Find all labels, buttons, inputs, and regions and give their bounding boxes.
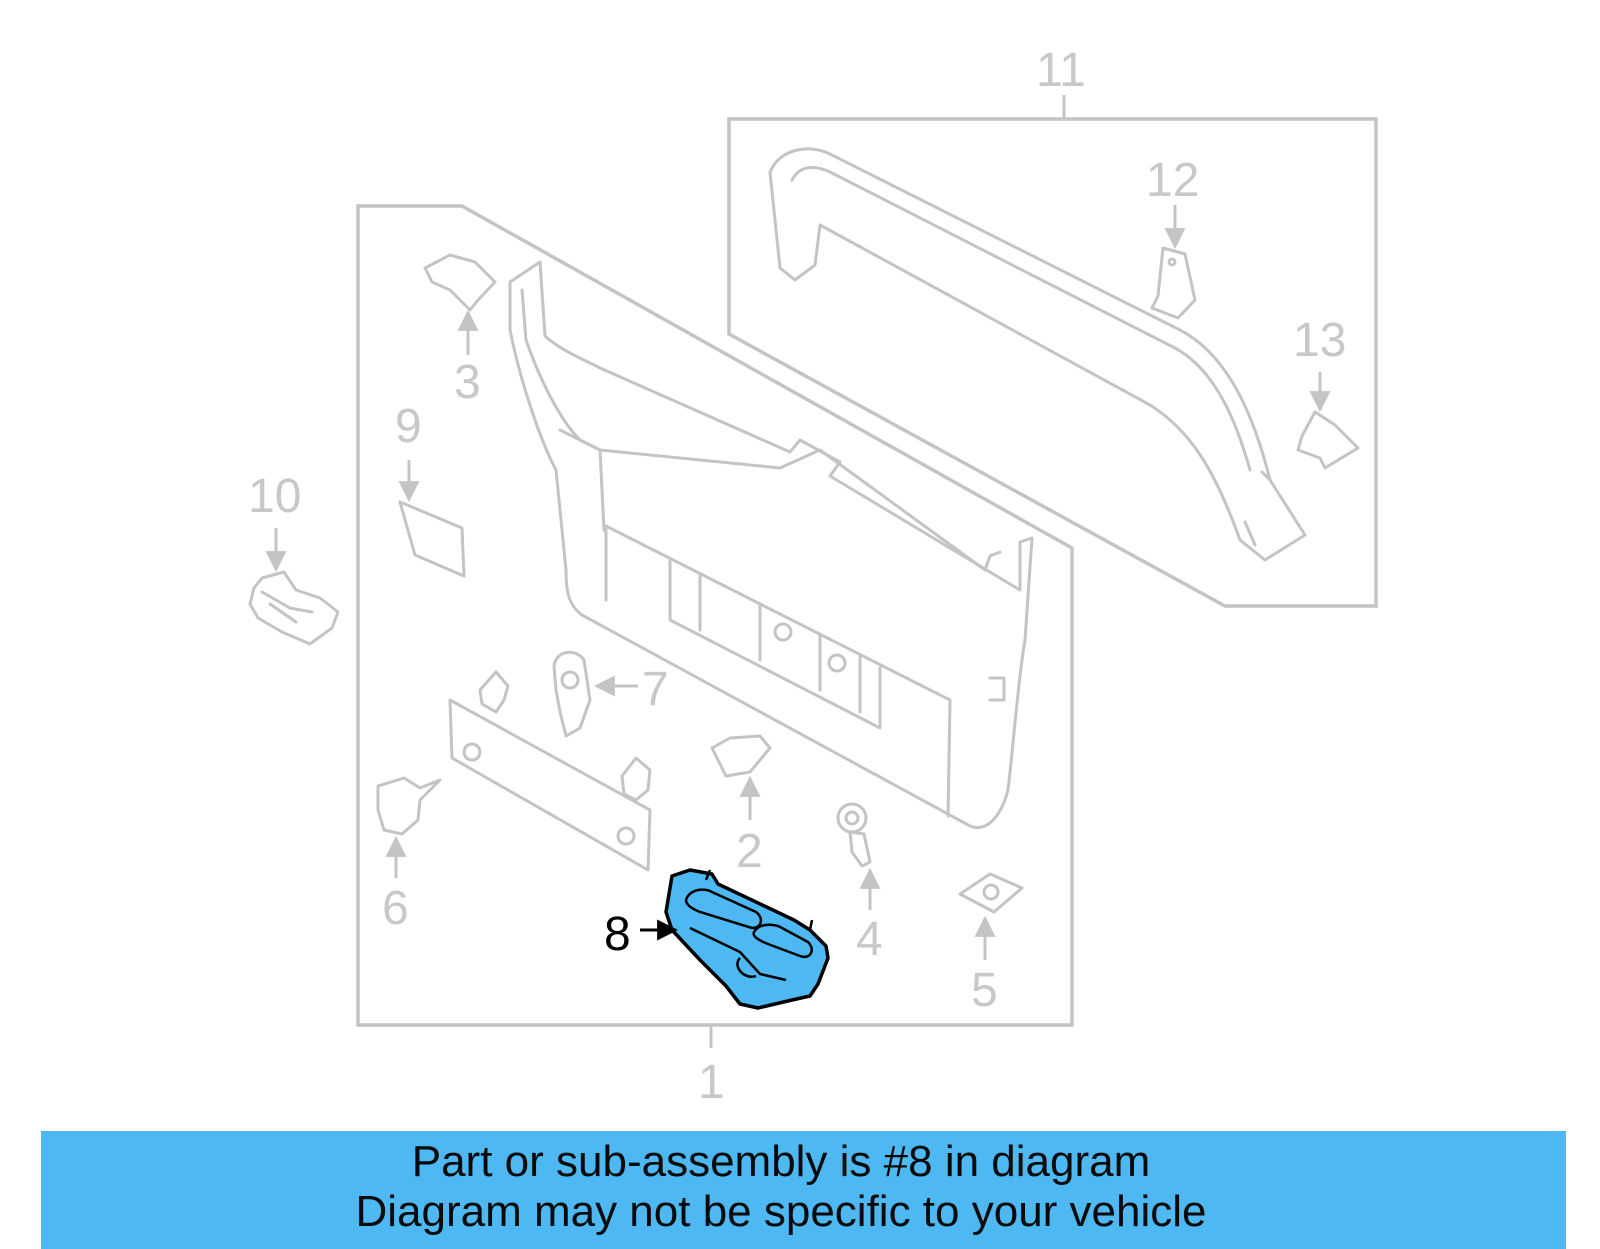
callout-11: 11 [1036,44,1086,97]
callout-10: 10 [248,470,301,523]
callout-13: 13 [1293,314,1346,367]
callout-8: 8 [604,908,631,961]
screw-part-4: 4 [836,802,883,966]
trim-panel-part-1 [508,260,1034,829]
clip-part-3: 3 [423,253,497,409]
info-banner: Part or sub-assembly is #8 in diagram Di… [41,1131,1566,1249]
pad-part-9: 9 [395,400,466,578]
highlighted-part-8: 8 [604,868,830,1010]
clip-part-6: 6 [376,776,442,935]
callout-9: 9 [395,400,422,453]
clip-part-7: 7 [552,650,669,738]
callout-4: 4 [856,913,883,966]
parts-diagram: 11 1 12 13 3 [248,44,1378,1109]
nut-part-5: 5 [958,872,1024,1017]
banner-line-2: Diagram may not be specific to your vehi… [355,1187,1207,1236]
bracket-part-10: 10 [248,470,340,646]
clip-part-13: 13 [1293,314,1360,470]
callout-3: 3 [454,356,481,409]
callout-5: 5 [971,964,998,1017]
garnish-bar-part-11 [768,147,1307,562]
clip-part-2: 2 [710,734,772,878]
callout-7: 7 [642,663,669,716]
banner-line-1: Part or sub-assembly is #8 in diagram [411,1137,1151,1186]
callout-12: 12 [1146,154,1199,207]
plate-bracket [448,670,652,872]
callout-1: 1 [698,1056,725,1109]
callout-2: 2 [736,825,763,878]
callout-6: 6 [382,882,409,935]
clip-part-12: 12 [1146,154,1199,320]
